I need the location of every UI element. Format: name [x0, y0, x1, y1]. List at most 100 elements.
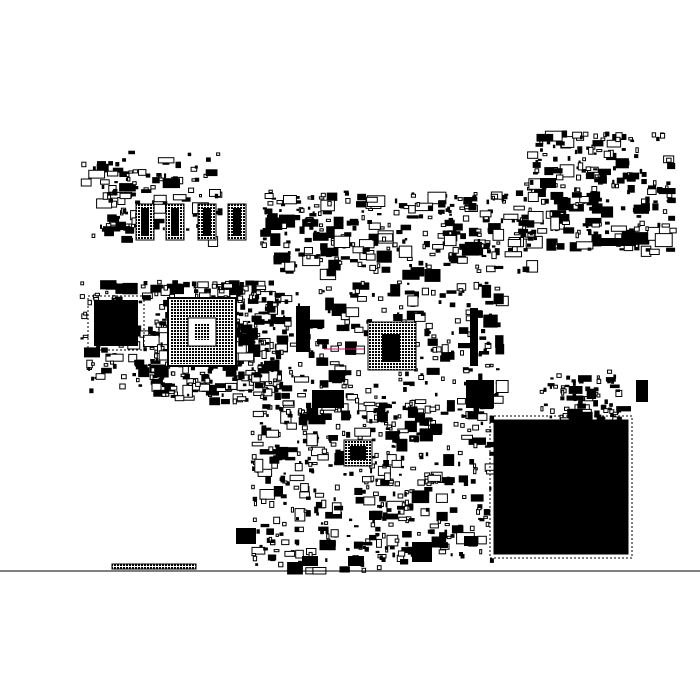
- smd-component: [242, 289, 246, 295]
- smd-component: [387, 222, 391, 228]
- smd-component: [362, 423, 367, 427]
- smd-component: [352, 282, 370, 290]
- smd-component: [312, 211, 315, 215]
- smd-component: [314, 506, 319, 514]
- smd-component: [486, 342, 491, 345]
- smd-component: [652, 203, 659, 211]
- smd-component: [259, 449, 277, 455]
- smd-component: [596, 375, 600, 379]
- smd-component: [388, 522, 394, 527]
- smd-component: [284, 231, 288, 236]
- smd-component: [209, 379, 213, 384]
- smd-component: [328, 464, 333, 467]
- smd-component: [297, 303, 300, 307]
- smd-component: [251, 317, 257, 323]
- smd-component: [191, 178, 196, 182]
- smd-component: [274, 444, 280, 448]
- smd-component: [438, 209, 445, 214]
- smd-component: [475, 228, 482, 233]
- smd-component: [635, 147, 639, 154]
- smd-component: [566, 395, 584, 401]
- smd-component: [503, 213, 519, 220]
- smd-component: [246, 328, 258, 340]
- smd-component: [138, 300, 143, 304]
- smd-component: [451, 350, 455, 355]
- smd-component: [542, 153, 548, 157]
- smd-component: [165, 392, 170, 397]
- smd-component: [119, 183, 136, 192]
- smd-component: [481, 329, 486, 334]
- smd-component: [199, 194, 202, 198]
- smd-component: [627, 172, 633, 175]
- smd-component: [488, 223, 501, 235]
- smd-component: [322, 344, 327, 349]
- smd-component: [266, 537, 271, 543]
- power-chip: [236, 528, 256, 544]
- smd-component: [326, 533, 330, 540]
- smd-component: [485, 242, 490, 248]
- smd-component: [352, 220, 359, 226]
- smd-component: [425, 507, 430, 512]
- smd-component: [441, 538, 445, 542]
- smd-component: [365, 247, 370, 252]
- smd-component: [547, 383, 555, 387]
- smd-component: [373, 268, 379, 274]
- smd-component: [381, 396, 386, 399]
- smd-component: [352, 246, 365, 254]
- smd-component: [617, 416, 622, 422]
- smd-component: [468, 227, 479, 237]
- smd-component: [263, 381, 266, 386]
- smd-component: [424, 328, 430, 337]
- smd-component: [398, 203, 408, 208]
- smd-component: [481, 284, 492, 298]
- smd-component: [621, 229, 636, 240]
- smd-component: [91, 362, 95, 366]
- smd-component: [463, 197, 473, 205]
- smd-component: [426, 482, 432, 487]
- smd-component: [261, 297, 267, 303]
- smd-component: [408, 205, 416, 214]
- smd-component: [414, 313, 426, 322]
- smd-component: [553, 384, 559, 389]
- smd-component: [396, 230, 403, 235]
- smd-component: [334, 505, 344, 511]
- smd-component: [443, 262, 451, 266]
- smd-component: [575, 411, 593, 420]
- smd-component: [319, 228, 324, 232]
- smd-component: [418, 260, 424, 266]
- smd-component: [318, 211, 322, 217]
- smd-component: [114, 181, 118, 184]
- smd-component: [458, 288, 464, 292]
- smd-component: [239, 282, 244, 287]
- smd-component: [582, 223, 592, 227]
- smd-component: [586, 146, 590, 150]
- smd-component: [439, 293, 446, 298]
- smd-component: [441, 376, 445, 381]
- smd-component: [595, 197, 602, 202]
- smd-component: [552, 144, 556, 149]
- smd-component: [341, 384, 347, 389]
- smd-component: [289, 474, 305, 482]
- smd-component: [285, 481, 290, 486]
- smd-component: [123, 226, 131, 230]
- smd-component: [444, 219, 455, 227]
- smd-component: [453, 421, 459, 427]
- smd-component: [254, 294, 260, 300]
- smd-component: [363, 401, 376, 407]
- smd-component: [157, 279, 162, 285]
- smd-component: [397, 510, 401, 515]
- smd-component: [470, 479, 476, 484]
- smd-component: [345, 198, 351, 204]
- smd-component: [491, 322, 501, 328]
- smd-component: [325, 297, 334, 311]
- smd-component: [325, 511, 342, 519]
- smd-component: [627, 172, 631, 176]
- smd-component: [484, 445, 490, 448]
- io-chip-core: [350, 446, 366, 460]
- smd-component: [356, 410, 360, 415]
- smd-component: [366, 196, 378, 203]
- smd-component: [247, 298, 259, 304]
- smd-component: [242, 302, 245, 306]
- smd-component: [585, 172, 595, 180]
- smd-component: [489, 558, 494, 563]
